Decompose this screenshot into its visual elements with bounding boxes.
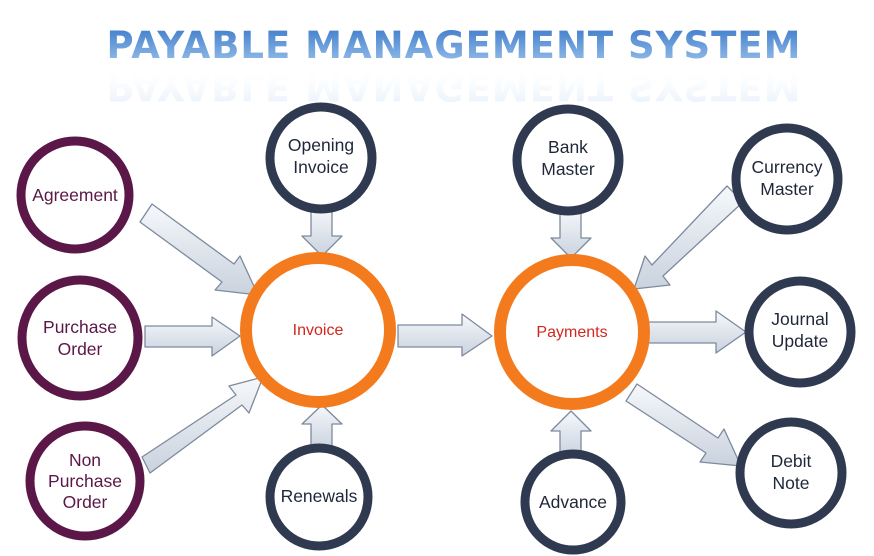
page-title-reflection: PAYABLE MANAGEMENT SYSTEM	[107, 65, 802, 108]
node-label-line: Agreement	[32, 185, 118, 205]
arrow-currency-master-to-payments	[633, 185, 744, 290]
arrow-opening-invoice-to-invoice	[301, 207, 343, 257]
hub-invoice: Invoice	[240, 252, 396, 408]
node-advance: Advance	[520, 449, 626, 555]
node-label-line: Debit	[771, 451, 812, 471]
node-label-line: Purchase	[43, 317, 117, 337]
node-label-line: Opening	[288, 135, 354, 155]
node-label-line: Master	[760, 179, 814, 199]
node-label-line: Master	[541, 159, 595, 179]
arrow-payments-to-journal-update	[647, 310, 747, 354]
node-label-line: Update	[772, 331, 828, 351]
node-opening-invoice-ring	[265, 102, 377, 214]
node-label-line: Currency	[752, 157, 823, 177]
node-renewals-ring	[265, 443, 373, 551]
node-label-line: Note	[773, 473, 810, 493]
node-agreement: Agreement	[16, 136, 134, 254]
title-group: PAYABLE MANAGEMENT SYSTEM PAYABLE MANAGE…	[107, 24, 802, 108]
node-advance-ring	[520, 449, 626, 555]
arrow-payments-to-debit-note	[625, 383, 742, 467]
arrow-bank-master-to-payments	[550, 209, 592, 259]
arrow-renewals-to-invoice	[301, 404, 343, 451]
node-advance-label: Advance	[539, 492, 607, 512]
arrow-agreement-to-invoice	[139, 203, 259, 296]
hub-invoice-label: Invoice	[293, 322, 344, 339]
node-journal-update-ring	[744, 276, 856, 388]
node-label-line: Invoice	[293, 157, 348, 177]
node-label-line: Order	[58, 339, 103, 359]
arrows-layer	[139, 185, 747, 474]
node-purchase-order-ring	[17, 275, 143, 401]
hub-payments-ring	[494, 254, 650, 410]
node-agreement-ring	[16, 136, 134, 254]
hub-invoice-ring	[240, 252, 396, 408]
node-renewals: Renewals	[265, 443, 373, 551]
node-renewals-label: Renewals	[281, 486, 358, 506]
node-label-line: Purchase	[48, 471, 122, 491]
arrow-purchase-order-to-invoice	[144, 316, 241, 357]
hub-payments: Payments	[494, 254, 650, 410]
node-agreement-label: Agreement	[32, 185, 118, 205]
hub-payments-label: Payments	[536, 324, 607, 341]
node-debit-note-ring	[735, 417, 847, 529]
node-label-line: Non	[69, 450, 101, 470]
node-label-line: Journal	[771, 309, 828, 329]
arrow-invoice-to-payments	[397, 313, 493, 357]
page-title: PAYABLE MANAGEMENT SYSTEM	[107, 24, 802, 67]
node-currency-master-ring	[731, 123, 843, 235]
node-label-line: Order	[63, 492, 108, 512]
node-label-line: Bank	[548, 137, 588, 157]
node-label-line: Renewals	[281, 486, 358, 506]
node-bank-master-ring	[512, 104, 624, 216]
node-non-purchase-order-ring	[25, 421, 145, 541]
arrow-non-purchase-order-to-invoice	[141, 376, 264, 474]
node-label-line: Advance	[539, 492, 607, 512]
